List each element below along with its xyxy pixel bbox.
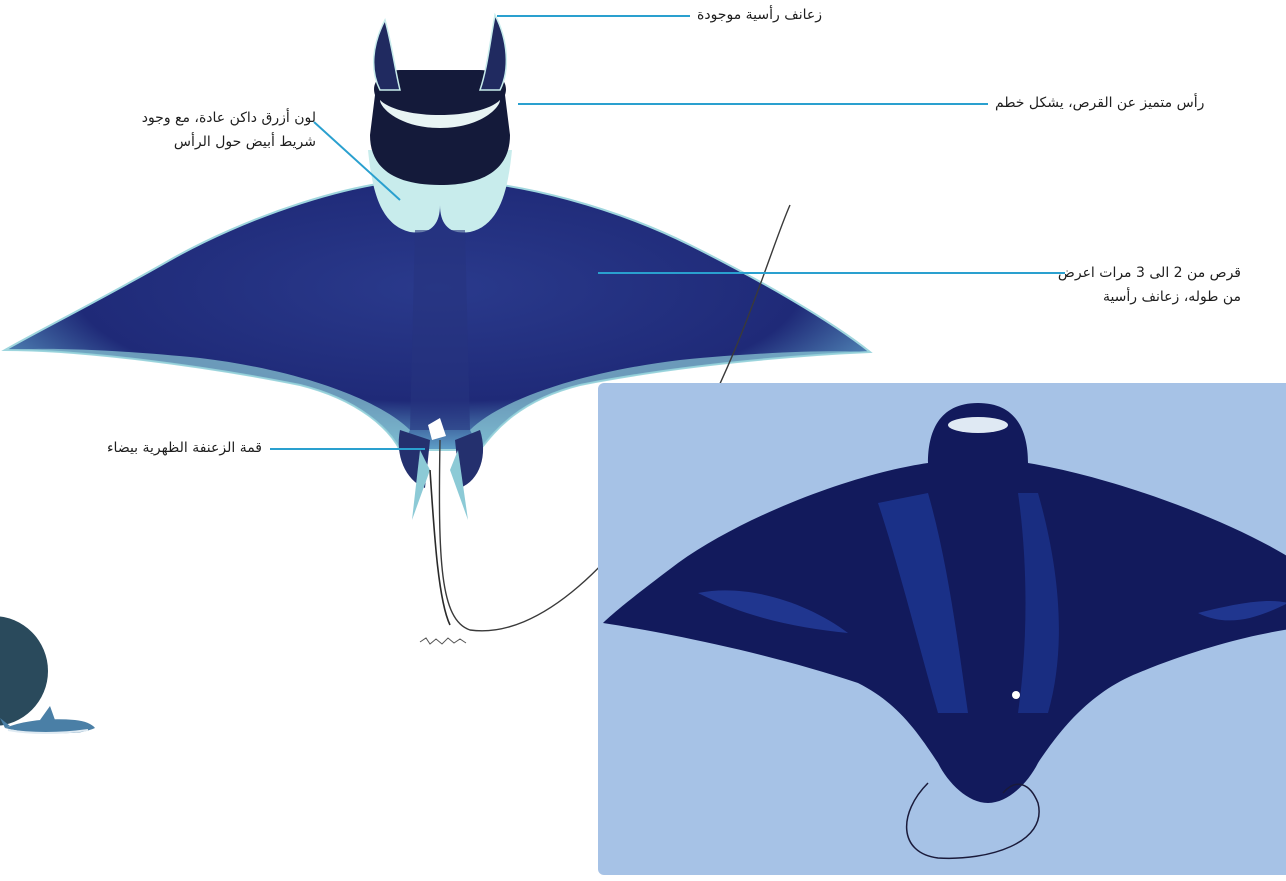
label-disc-line1: قرص من 2 الى 3 مرات اعرض xyxy=(1071,262,1241,284)
label-color-line2: شريط أبيض حول الرأس xyxy=(82,131,316,153)
shark-icon xyxy=(0,700,100,750)
leader-color xyxy=(314,122,400,200)
label-dorsal: قمة الزعنفة الظهرية بيضاء xyxy=(62,437,262,459)
label-cephalic-fins: زعانف رأسية موجودة xyxy=(697,4,822,26)
label-disc-line2: من طوله، زعانف رأسية xyxy=(1071,286,1241,308)
label-head: رأس متميز عن القرص، يشكل خطم xyxy=(995,92,1204,114)
label-color-line1: لون أزرق داكن عادة، مع وجود xyxy=(82,107,316,129)
manta-photo xyxy=(598,383,1286,875)
manta-photo-panel xyxy=(598,383,1286,875)
